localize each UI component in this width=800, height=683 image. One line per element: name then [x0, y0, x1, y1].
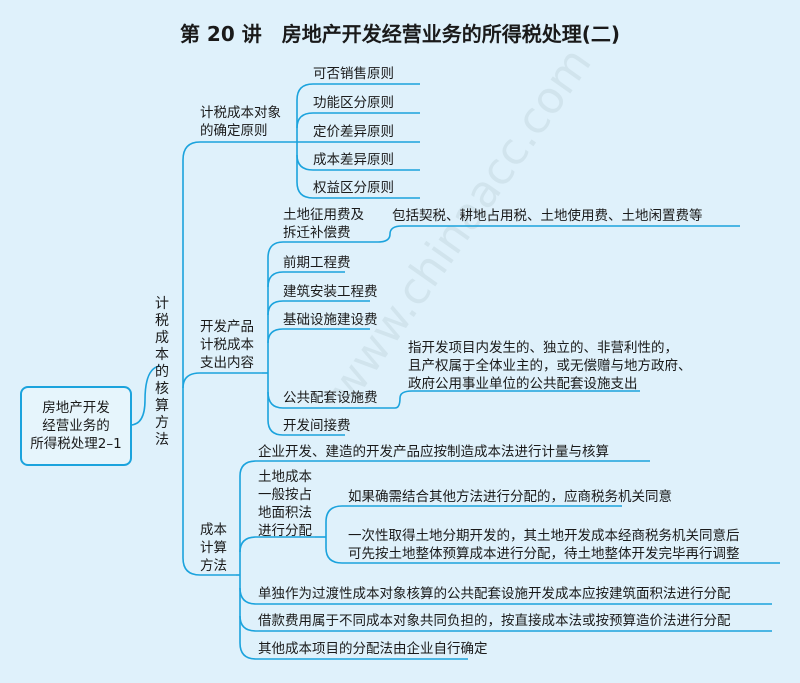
- main-char: 计: [155, 296, 169, 312]
- public-facility-desc: 指开发项目内发生的、独立的、非营利性的， 且产权属于全体业主的，或无偿赠与地方政…: [408, 339, 692, 393]
- branch1-item: 成本差异原则: [313, 152, 394, 168]
- branch1-node: 计税成本对象 的确定原则: [200, 104, 281, 140]
- main-char: 成: [155, 330, 169, 346]
- root-line: 经营业务的: [42, 418, 110, 434]
- node-line: 土地成本: [258, 469, 312, 485]
- branch3-item: 企业开发、建造的开发产品应按制造成本法进行计量与核算: [258, 444, 609, 460]
- node-line: 开发产品: [200, 319, 254, 335]
- node-line: 计税成本: [200, 337, 254, 353]
- branch2-item: 建筑安装工程费: [283, 284, 378, 300]
- desc-line: 且产权属于全体业主的，或无偿赠与地方政府、: [408, 358, 692, 374]
- branch3-item: 单独作为过渡性成本对象核算的公共配套设施开发成本应按建筑面积法进行分配: [258, 586, 731, 602]
- root-line: 房地产开发: [42, 400, 110, 416]
- node-line: 土地征用费及: [283, 207, 364, 223]
- page-title: 第 20 讲 房地产开发经营业务的所得税处理(二): [179, 22, 621, 46]
- main-char: 税: [155, 313, 169, 329]
- root-line: 所得税处理2–1: [30, 436, 122, 452]
- main-char: 核: [155, 381, 169, 397]
- main-char: 算: [155, 398, 169, 414]
- node-line: 地面积法: [258, 505, 312, 521]
- land-allocation-sub: 一次性取得土地分期开发的，其土地开发成本经商税务机关同意后 可先按土地整体预算成…: [348, 527, 740, 563]
- land-cost-node: 土地征用费及 拆迁补偿费: [283, 206, 364, 242]
- desc-line: 一次性取得土地分期开发的，其土地开发成本经商税务机关同意后: [348, 528, 740, 544]
- main-char: 的: [155, 364, 169, 380]
- branch1-item: 定价差异原则: [313, 124, 394, 140]
- node-line: 的确定原则: [200, 123, 268, 139]
- root-node: 房地产开发 经营业务的 所得税处理2–1: [20, 386, 132, 466]
- desc-line: 可先按土地整体预算成本进行分配，待土地整体开发完毕再行调整: [348, 546, 740, 562]
- node-line: 计税成本对象: [200, 105, 281, 121]
- desc-line: 政府公用事业单位的公共配套设施支出: [408, 376, 638, 392]
- land-cost-desc: 包括契税、耕地占用税、土地使用费、土地闲置费等: [392, 208, 703, 224]
- land-allocation-node: 土地成本 一般按占 地面积法 进行分配: [258, 468, 312, 540]
- branch1-item: 权益区分原则: [313, 180, 394, 196]
- node-line: 支出内容: [200, 355, 254, 371]
- branch2-item: 基础设施建设费: [283, 312, 378, 328]
- desc-line: 指开发项目内发生的、独立的、非营利性的，: [408, 340, 678, 356]
- branch2-item: 开发间接费: [283, 418, 351, 434]
- node-line: 拆迁补偿费: [283, 225, 351, 241]
- branch2-item: 前期工程费: [283, 255, 351, 271]
- branch3-node: 成本 计算 方法: [200, 521, 227, 575]
- main-node: 计 税 成 本 的 核 算 方 法: [154, 296, 170, 449]
- branch2-node: 开发产品 计税成本 支出内容: [200, 318, 254, 372]
- branch3-item: 其他成本项目的分配法由企业自行确定: [258, 641, 488, 657]
- node-line: 一般按占: [258, 487, 312, 503]
- node-line: 计算: [200, 540, 227, 556]
- main-char: 方: [155, 415, 169, 431]
- node-line: 成本: [200, 522, 227, 538]
- branch3-item: 借款费用属于不同成本对象共同负担的，按直接成本法或按预算造价法进行分配: [258, 613, 731, 629]
- land-allocation-sub: 如果确需结合其他方法进行分配的，应商税务机关同意: [348, 489, 672, 505]
- branch1-item: 可否销售原则: [313, 66, 394, 82]
- branch1-item: 功能区分原则: [313, 95, 394, 111]
- node-line: 方法: [200, 558, 227, 574]
- main-char: 本: [155, 347, 169, 363]
- main-char: 法: [155, 432, 169, 448]
- node-line: 进行分配: [258, 523, 312, 539]
- public-facility-node: 公共配套设施费: [283, 390, 378, 406]
